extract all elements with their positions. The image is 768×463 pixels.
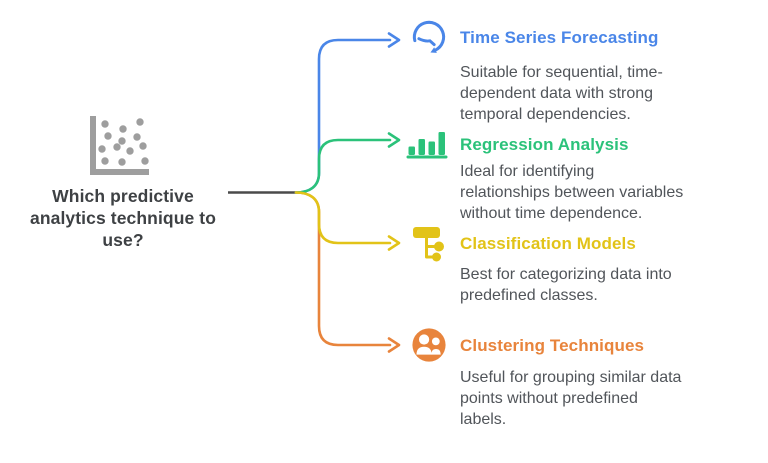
branch-description: Ideal for identifying relationships betw…	[460, 163, 684, 222]
branch-title: Classification Models	[460, 234, 636, 253]
branch-description: Useful for grouping similar data points …	[460, 369, 682, 428]
branch-description: Best for categorizing data into predefin…	[460, 266, 672, 304]
center-question: Which predictive analytics technique to …	[30, 186, 216, 250]
branch-title: Clustering Techniques	[460, 336, 645, 355]
connector-clustering	[294, 191, 401, 353]
clock-arrow-icon	[412, 20, 446, 53]
arrowhead-icon	[387, 337, 401, 353]
people-group-icon	[412, 328, 446, 362]
scatter-plot-icon	[90, 116, 149, 175]
arrowhead-icon	[387, 132, 401, 148]
flowchart-icon	[413, 227, 444, 262]
connector-classification	[294, 191, 401, 251]
arrowhead-icon	[387, 32, 401, 48]
branch-description: Suitable for sequential, time- dependent…	[460, 64, 663, 123]
branch-title: Regression Analysis	[460, 135, 629, 154]
bar-chart-icon	[406, 132, 448, 159]
connector-time-series	[294, 32, 401, 194]
arrowhead-icon	[387, 235, 401, 251]
branch-title: Time Series Forecasting	[460, 28, 659, 47]
connector-regression	[294, 132, 401, 194]
